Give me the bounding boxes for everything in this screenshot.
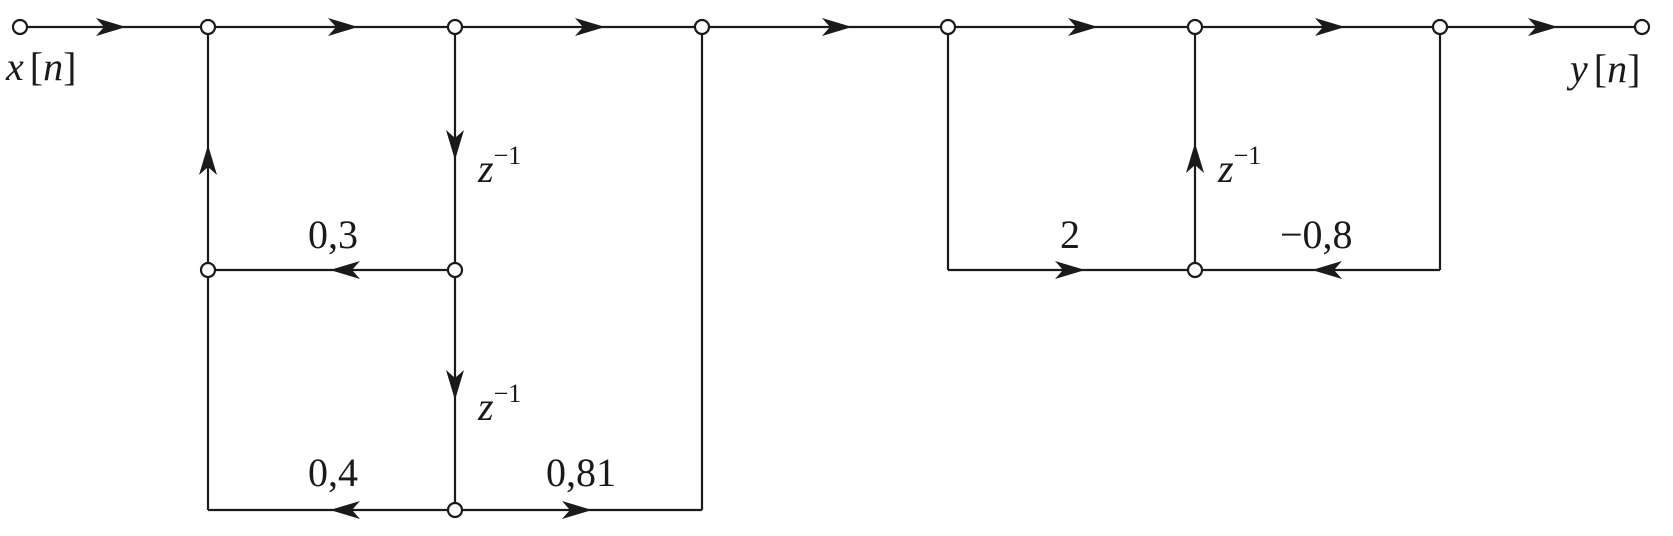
arrow-left-minus-0-8 bbox=[1312, 261, 1342, 279]
arrow-right-4 bbox=[822, 18, 852, 36]
node-top-4 bbox=[939, 18, 957, 36]
arrow-right-2 bbox=[328, 18, 358, 36]
arrow-left-0-3 bbox=[330, 261, 360, 279]
arrow-right-7 bbox=[1528, 18, 1558, 36]
node-mid-center bbox=[446, 261, 464, 279]
arrow-down-delay-1 bbox=[446, 130, 464, 160]
delay-label-2: z−1 bbox=[477, 379, 521, 429]
arrow-up-feedback bbox=[199, 145, 217, 175]
branches bbox=[20, 25, 1642, 512]
gain-label-minus-0-8: −0,8 bbox=[1280, 212, 1353, 257]
arrow-right-0-81 bbox=[562, 501, 592, 519]
arrow-down-delay-2 bbox=[446, 370, 464, 400]
arrowheads bbox=[96, 18, 1558, 519]
arrow-left-0-4 bbox=[330, 501, 360, 519]
node-top-5 bbox=[1186, 18, 1204, 36]
nodes bbox=[11, 18, 1651, 519]
arrow-right-6 bbox=[1315, 18, 1345, 36]
input-label: x[n] bbox=[5, 44, 76, 89]
node-bottom-center bbox=[446, 501, 464, 519]
node-mid-left bbox=[199, 261, 217, 279]
arrow-up-delay-3 bbox=[1186, 143, 1204, 173]
node-top-3 bbox=[693, 18, 711, 36]
arrow-right-5 bbox=[1068, 18, 1098, 36]
gain-label-0-3: 0,3 bbox=[308, 212, 358, 257]
arrow-right-1 bbox=[96, 18, 126, 36]
gain-label-0-4: 0,4 bbox=[308, 450, 358, 495]
node-top-1 bbox=[199, 18, 217, 36]
node-mid-right bbox=[1186, 261, 1204, 279]
node-top-2 bbox=[446, 18, 464, 36]
arrow-right-3 bbox=[575, 18, 605, 36]
gain-label-0-81: 0,81 bbox=[546, 450, 616, 495]
delay-label-1: z−1 bbox=[477, 141, 521, 191]
delay-label-3: z−1 bbox=[1217, 141, 1261, 191]
arrow-right-gain-2 bbox=[1055, 261, 1085, 279]
node-input bbox=[11, 18, 29, 36]
gain-label-2: 2 bbox=[1060, 212, 1080, 257]
output-label: y[n] bbox=[1566, 46, 1640, 91]
labels: x[n] y[n] z−1 z−1 z−1 0,3 0,4 0,81 2 −0,… bbox=[5, 44, 1640, 495]
node-top-6 bbox=[1431, 18, 1449, 36]
node-output bbox=[1633, 18, 1651, 36]
